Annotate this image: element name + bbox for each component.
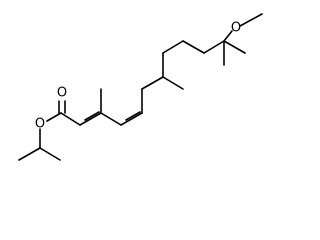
bond-c4-c5-double bbox=[120, 112, 143, 126]
bond-layer bbox=[18, 13, 263, 161]
bond-c6-c7 bbox=[141, 76, 164, 90]
bond-c7-c8 bbox=[162, 76, 184, 90]
bond-c9-c10 bbox=[162, 40, 184, 54]
bond-isopropyl-left-methyl bbox=[18, 147, 41, 161]
molecule-structure: O O O bbox=[18, 13, 263, 161]
atom-label-ether-oxygen: O bbox=[231, 21, 241, 36]
atom-label-alkoxy-oxygen: O bbox=[35, 117, 45, 132]
bond-c2-c3-double-inner bbox=[84, 111, 100, 121]
bond-ether-oxygen-to-methyl bbox=[239, 13, 263, 27]
atom-label-carbonyl-oxygen: O bbox=[57, 86, 67, 101]
bond-c10-c11 bbox=[182, 40, 205, 54]
bond-quaternary-methyl-right bbox=[223, 40, 246, 54]
bond-isopropyl-right-methyl bbox=[39, 147, 61, 161]
bond-c1-c2 bbox=[60, 112, 81, 126]
atom-label-layer: O O O bbox=[35, 21, 241, 132]
bond-c3-c4 bbox=[100, 112, 122, 126]
bond-alkoxy-oxygen-to-carbonyl bbox=[46, 112, 62, 122]
bond-c2-c3-double bbox=[79, 112, 102, 126]
bond-c4-c5-double-inner bbox=[125, 111, 141, 121]
bond-quaternary-to-ether-oxygen bbox=[223, 30, 233, 42]
bond-c11-c12 bbox=[203, 40, 225, 54]
